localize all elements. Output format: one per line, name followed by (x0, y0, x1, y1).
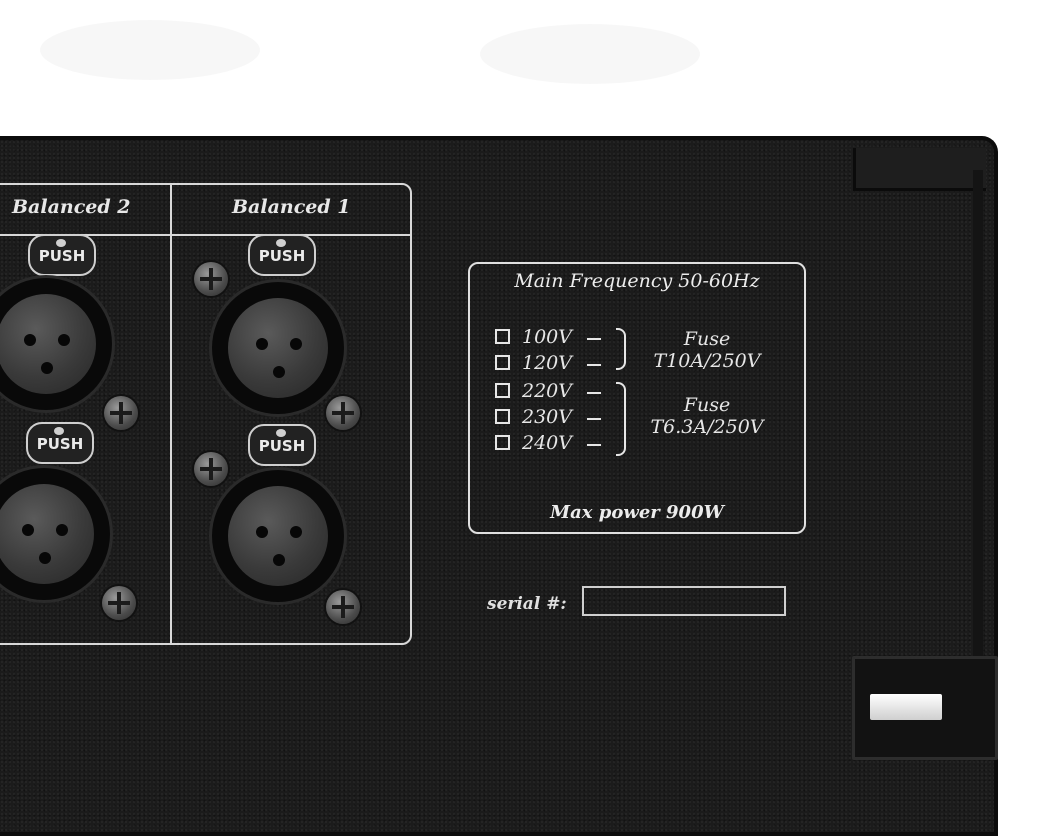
voltage-option-230v: 230V (495, 406, 601, 428)
latch-white-tab (870, 694, 942, 720)
fuse-high-label: Fuse T6.3A/250V (642, 394, 772, 438)
main-frequency-label: Main Frequency 50-60Hz (514, 270, 760, 292)
fuse-high-rating: T6.3A/250V (650, 416, 764, 438)
serial-number-field (582, 586, 786, 616)
xlr-input-connector[interactable] (0, 278, 112, 410)
background-smudge (40, 20, 260, 80)
checkbox-icon (495, 408, 510, 424)
panel-side-rail (973, 170, 983, 670)
input-section-frame (0, 183, 412, 645)
panel-corner-notch (853, 148, 986, 191)
voltage-option-100v: 100V (495, 326, 601, 348)
checkbox-icon (495, 434, 510, 450)
rear-panel (0, 136, 998, 836)
voltage-option-240v: 240V (495, 432, 601, 454)
mains-spec-box (468, 262, 806, 534)
push-release-tab[interactable]: PUSH (248, 234, 316, 276)
screw-icon (194, 262, 228, 296)
fuse-low-label: Fuse T10A/250V (642, 328, 772, 372)
screw-icon (104, 396, 138, 430)
xlr-input-connector[interactable] (212, 470, 344, 602)
push-release-tab[interactable]: PUSH (28, 234, 96, 276)
brace-icon (616, 382, 626, 456)
input-section-divider (170, 183, 172, 643)
screw-icon (326, 590, 360, 624)
spec-text-layer: Main Frequency 50-60Hz Max power 900W (468, 0, 806, 801)
checkbox-icon (495, 354, 510, 370)
checkbox-icon (495, 382, 510, 398)
fuse-low-title: Fuse (683, 328, 731, 350)
push-release-tab[interactable]: PUSH (248, 424, 316, 466)
brace-icon (616, 328, 626, 370)
screw-icon (194, 452, 228, 486)
xlr-input-connector[interactable] (0, 468, 110, 600)
screw-icon (102, 586, 136, 620)
balanced-1-label: Balanced 1 (232, 196, 351, 218)
checkbox-icon (495, 328, 510, 344)
input-section-header-line (0, 234, 410, 236)
max-power-label: Max power 900W (550, 502, 724, 523)
push-release-tab[interactable]: PUSH (26, 422, 94, 464)
serial-number-label: serial #: (487, 594, 567, 614)
xlr-input-connector[interactable] (212, 282, 344, 414)
voltage-option-120v: 120V (495, 352, 601, 374)
screw-icon (326, 396, 360, 430)
fuse-high-title: Fuse (683, 394, 731, 416)
balanced-2-label: Balanced 2 (12, 196, 131, 218)
voltage-option-220v: 220V (495, 380, 601, 402)
fuse-low-rating: T10A/250V (653, 350, 761, 372)
